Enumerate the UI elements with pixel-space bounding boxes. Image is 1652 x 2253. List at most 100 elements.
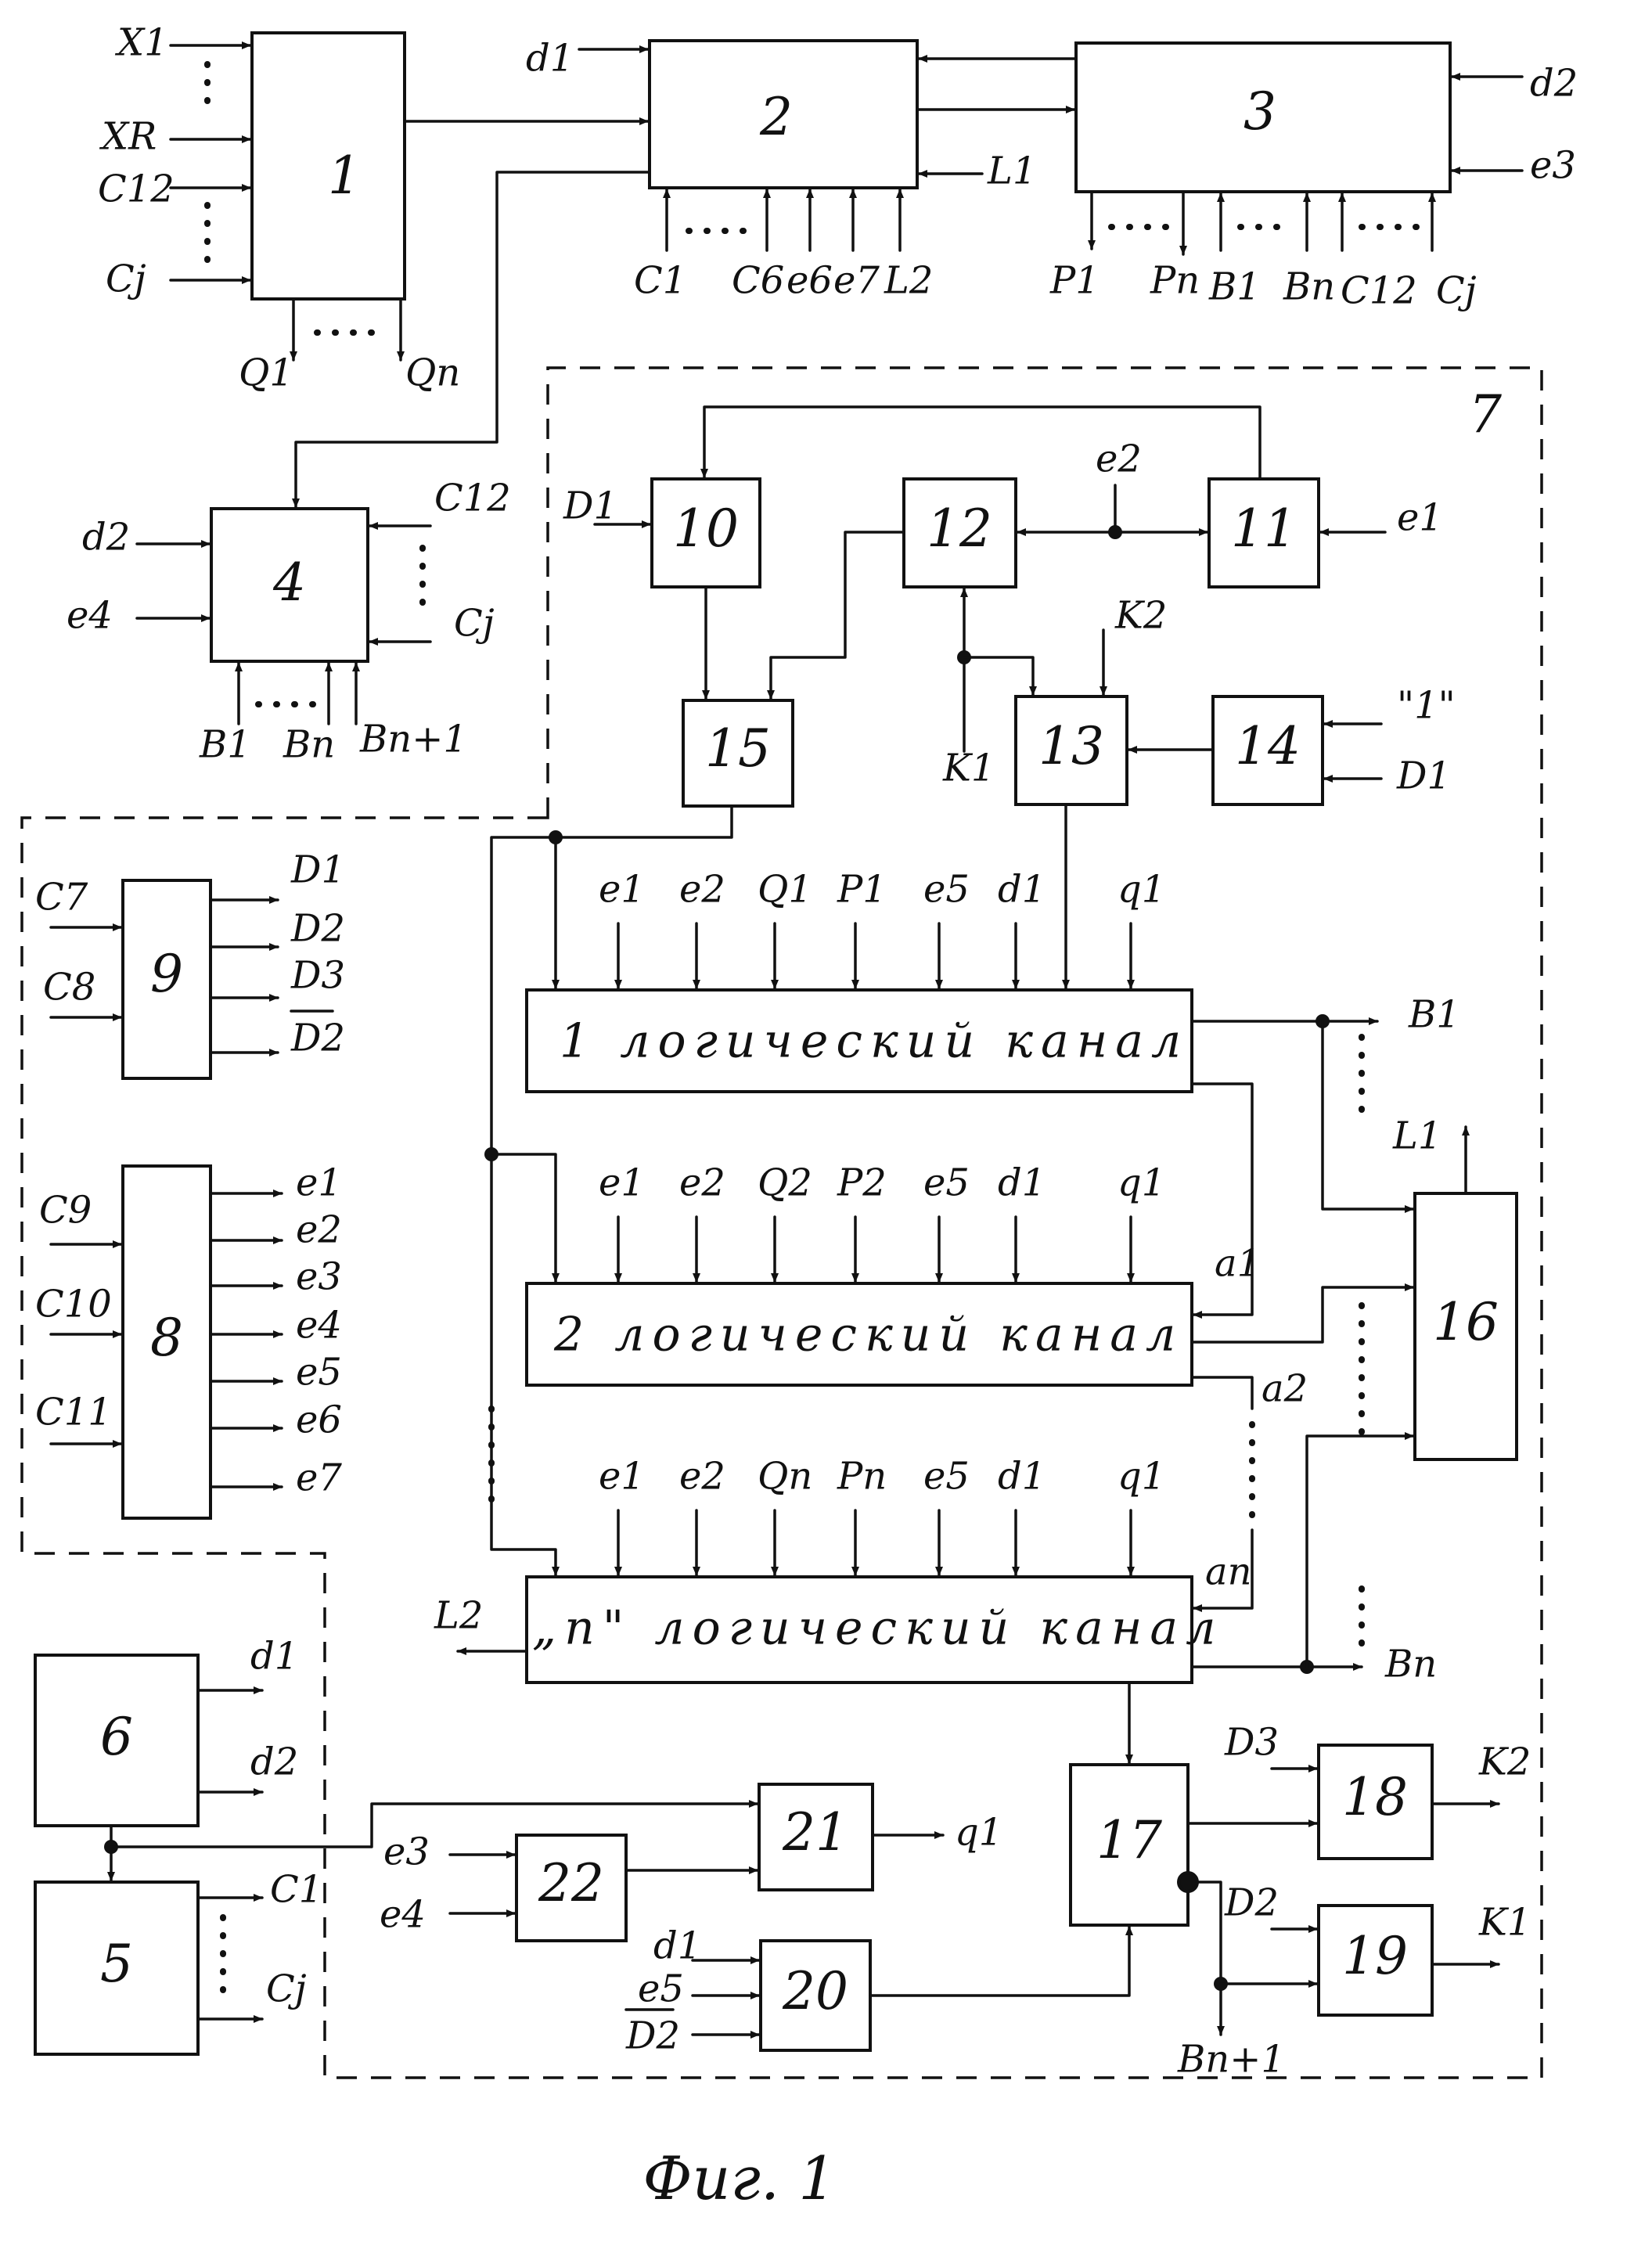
label-q1-ch1: Q1	[758, 868, 812, 912]
label-e6-b8: e6	[296, 1398, 342, 1442]
label-b1-b3: B1	[1208, 265, 1261, 309]
label-k1-b19: K1	[1478, 1901, 1531, 1945]
label-x1: X1	[114, 21, 168, 65]
label-q1-out: Q1	[239, 351, 293, 395]
label-e5-ch2: e5	[923, 1161, 970, 1205]
label-d1-ch2: d1	[998, 1161, 1046, 1205]
channel-2-inputs	[618, 1217, 1131, 1282]
channel-2-label: 2 логический канал	[553, 1308, 1183, 1362]
label-q1-ch1b: q1	[1118, 868, 1165, 912]
junction-e2	[1108, 525, 1122, 539]
output-bn1-block-17	[1197, 1882, 1221, 2035]
label-d1-b2: d1	[526, 37, 574, 81]
block-2-number: 2	[759, 87, 793, 147]
label-b1-b4: B1	[199, 723, 251, 767]
label-l1-b2: L1	[987, 149, 1036, 193]
label-d1-ch1: d1	[998, 868, 1046, 912]
label-c12-b4: C12	[434, 477, 511, 520]
block-17-number: 17	[1096, 1810, 1162, 1870]
block-1-number: 1	[328, 146, 361, 206]
block-17-inverted-output	[1179, 1873, 1197, 1891]
label-pn-b3: Pn	[1150, 259, 1200, 303]
label-k1-b13: K1	[942, 747, 995, 790]
label-bn-b4: Bn	[283, 723, 335, 767]
link-6-to-21	[111, 1804, 758, 1847]
label-d2-b20: D2	[625, 2014, 680, 2058]
label-e4-b22: e4	[380, 1893, 426, 1937]
block-1-inputs	[171, 45, 250, 280]
label-e5-chn: e5	[923, 1455, 970, 1499]
label-e4-b8: e4	[296, 1304, 342, 1348]
block-1-outputs	[293, 301, 401, 360]
label-d2-b19: D2	[1224, 1881, 1279, 1925]
junction-15-a	[549, 830, 563, 844]
block-16-number: 16	[1433, 1292, 1499, 1352]
label-q1-b21: q1	[955, 1811, 1002, 1855]
label-e7-b8: e7	[296, 1456, 342, 1500]
label-e2-b8: e2	[296, 1208, 342, 1252]
label-c11: C11	[35, 1391, 112, 1434]
block-3-bottom-io	[1092, 193, 1432, 254]
label-cj-b4: Cj	[454, 602, 495, 646]
label-d2-b3: d2	[1530, 62, 1578, 106]
label-xr: XR	[99, 115, 157, 159]
label-e4-b4: e4	[67, 594, 113, 638]
label-c9: C9	[39, 1189, 92, 1233]
block-18-number: 18	[1342, 1767, 1408, 1827]
label-d2-b4: d2	[82, 516, 130, 560]
label-an: an	[1205, 1550, 1252, 1594]
label-k2-b18: K2	[1478, 1740, 1531, 1784]
label-c8: C8	[43, 966, 95, 1010]
block-12-number: 12	[927, 498, 992, 559]
link-k1-to-13	[964, 657, 1033, 695]
label-pn-chn: Pn	[837, 1455, 887, 1499]
figure-caption: Фиг. 1	[642, 2143, 836, 2213]
block-8-number: 8	[150, 1308, 183, 1368]
label-p1-ch1: P1	[837, 868, 887, 912]
label-cj: Cj	[106, 257, 146, 301]
label-c12-b3: C12	[1341, 269, 1417, 313]
label-e1-chn: e1	[599, 1455, 645, 1499]
label-l1-out: L1	[1392, 1114, 1441, 1158]
label-c6-b2: C6	[732, 259, 784, 303]
label-c10: C10	[35, 1283, 112, 1326]
block-15-number: 15	[705, 718, 771, 779]
channel-1-inputs	[618, 923, 1131, 988]
block-4-number: 4	[272, 552, 306, 613]
block-8-outputs	[211, 1193, 282, 1487]
block-22-number: 22	[538, 1853, 604, 1913]
label-bn-b3: Bn	[1283, 265, 1335, 309]
junction-15-b	[484, 1147, 498, 1161]
channel-1-label: 1 логический канал	[560, 1014, 1189, 1069]
block-11-number: 11	[1231, 498, 1297, 559]
label-b1-out: B1	[1408, 993, 1460, 1037]
label-e2-ch2: e2	[679, 1161, 725, 1205]
label-e2-chn: e2	[679, 1455, 725, 1499]
link-ch2-to-a2	[1192, 1377, 1252, 1409]
region-7-label: 7	[1469, 384, 1502, 444]
block-6-number: 6	[100, 1707, 133, 1767]
label-p2-ch2: P2	[837, 1161, 887, 1205]
label-e6-b2: e6	[786, 259, 833, 303]
label-one-b14: "1"	[1397, 684, 1456, 728]
label-c1-b5: C1	[270, 1868, 322, 1912]
label-c1-b2: C1	[634, 259, 686, 303]
block-9-number: 9	[150, 944, 183, 1004]
label-p1-b3: P1	[1049, 259, 1100, 303]
block-3-number: 3	[1243, 81, 1276, 142]
channel-n-label: „n" логический канал	[532, 1601, 1223, 1656]
link-20-to-17	[870, 1927, 1129, 1996]
label-c12: C12	[98, 167, 175, 211]
label-e3-b8: e3	[296, 1255, 342, 1299]
block-5-number: 5	[100, 1934, 133, 1994]
label-e1-ch2: e1	[599, 1161, 645, 1205]
label-d1-b14: D1	[1396, 754, 1451, 798]
label-e1-ch1: e1	[599, 868, 645, 912]
label-qn-out: Qn	[405, 351, 460, 395]
label-d1-b6: d1	[250, 1635, 298, 1679]
label-bn-out: Bn	[1384, 1643, 1437, 1686]
label-l2-b2: L2	[884, 259, 933, 303]
label-d1-b9: D1	[290, 848, 345, 892]
label-cj-b3: Cj	[1436, 269, 1477, 313]
block-2-bottom-inputs	[667, 189, 900, 250]
